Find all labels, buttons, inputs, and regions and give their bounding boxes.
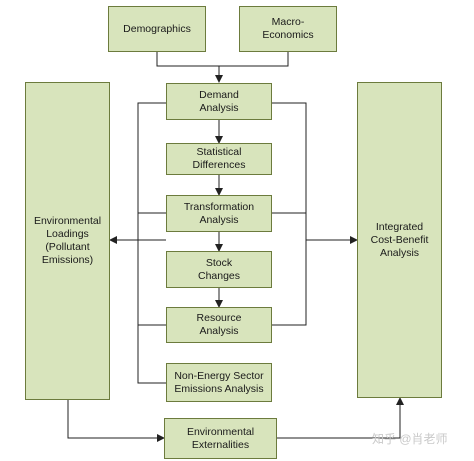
demand-analysis-label: Demand Analysis bbox=[199, 88, 239, 114]
statistical-differences-label: Statistical Differences bbox=[192, 146, 246, 171]
integrated-cost-benefit-box: Integrated Cost-Benefit Analysis bbox=[357, 82, 442, 398]
macro-economics-connector bbox=[219, 52, 289, 67]
demographics-connector bbox=[156, 52, 219, 67]
environmental-loadings-label: Environmental Loadings (Pollutant Emissi… bbox=[33, 215, 102, 266]
non-energy-sector-label: Non-Energy Sector Emissions Analysis bbox=[174, 369, 264, 395]
transformation-analysis-label: Transformation Analysis bbox=[183, 200, 255, 226]
watermark: 知乎 @肖老师 bbox=[372, 432, 448, 446]
left-bus-line bbox=[137, 102, 166, 384]
loadings-to-externalities-arrow bbox=[67, 400, 165, 442]
demographics-box: Demographics bbox=[108, 6, 206, 52]
externalities-to-cost-benefit-arrow bbox=[277, 397, 404, 439]
statistical-differences-box: Statistical Differences bbox=[166, 143, 272, 175]
macro-economics-box: Macro- Economics bbox=[239, 6, 337, 52]
transformation-analysis-box: Transformation Analysis bbox=[166, 195, 272, 232]
demand-analysis-box: Demand Analysis bbox=[166, 83, 272, 120]
resource-analysis-box: Resource Analysis bbox=[166, 307, 272, 343]
non-energy-sector-box: Non-Energy Sector Emissions Analysis bbox=[166, 363, 272, 402]
environmental-externalities-box: Environmental Externalities bbox=[164, 418, 277, 459]
right-bus-line bbox=[272, 102, 307, 326]
stock-changes-box: Stock Changes bbox=[166, 251, 272, 288]
environmental-externalities-label: Environmental Externalities bbox=[186, 425, 255, 451]
environmental-loadings-box: Environmental Loadings (Pollutant Emissi… bbox=[25, 82, 110, 400]
stock-changes-label: Stock Changes bbox=[197, 256, 241, 282]
macro-economics-label: Macro- Economics bbox=[262, 16, 314, 41]
demographics-label: Demographics bbox=[123, 22, 191, 35]
resource-analysis-label: Resource Analysis bbox=[196, 312, 242, 337]
integrated-cost-benefit-label: Integrated Cost-Benefit Analysis bbox=[370, 220, 429, 259]
